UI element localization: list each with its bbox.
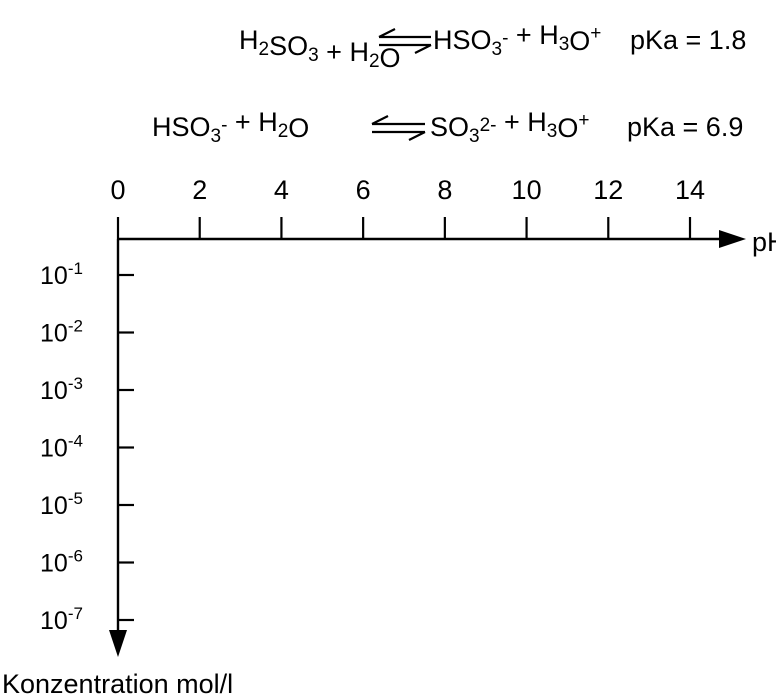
formula-part: O <box>569 26 590 56</box>
superscript: - <box>502 28 508 49</box>
subscript: 2 <box>278 121 289 142</box>
y-tick-base: 10 <box>40 262 68 290</box>
x-tick-label: 8 <box>437 175 452 205</box>
x-tick-label: 2 <box>192 175 207 205</box>
y-axis-arrow-icon <box>109 630 127 657</box>
x-tick-label: 6 <box>356 175 371 205</box>
x-axis-label: pH <box>752 227 776 257</box>
y-tick-base: 10 <box>40 550 68 578</box>
subscript: 3 <box>211 126 222 147</box>
y-tick-label: 10-6 <box>40 547 83 578</box>
y-tick-exponent: -3 <box>68 374 83 393</box>
formula-part: O <box>380 43 401 73</box>
y-axis: Konzentration mol/l 10-110-210-310-410-5… <box>2 239 233 698</box>
x-tick-label: 10 <box>512 175 542 205</box>
y-tick-base: 10 <box>40 377 68 405</box>
y-tick-exponent: -5 <box>68 489 83 508</box>
y-tick-label: 10-3 <box>40 374 83 405</box>
y-tick-label: 10-4 <box>40 432 83 463</box>
x-axis-ticks: 0 2 4 6 8 10 12 14 <box>110 175 705 239</box>
x-tick-label: 14 <box>675 175 705 205</box>
y-tick-base: 10 <box>40 607 68 635</box>
formula-part: + H <box>319 37 369 67</box>
subscript: 3 <box>547 121 558 142</box>
equation-1: H2SO3 + H2O HSO3- + H3O+ pKa = 1.8 <box>239 20 746 73</box>
superscript: + <box>578 110 589 131</box>
equilibrium-arrow-icon <box>371 115 426 141</box>
superscript: + <box>590 23 601 44</box>
subscript: 3 <box>308 45 319 66</box>
equation-1-lhs: H2SO3 + H2O <box>239 25 401 73</box>
formula-part: HSO <box>152 112 211 142</box>
equation-1-rhs: HSO3- + H3O+ <box>433 20 601 60</box>
formula-part: O <box>288 113 309 143</box>
formula-part: + H <box>227 107 277 137</box>
equation-2-lhs: HSO3- + H2O <box>152 107 309 147</box>
y-axis-ticks: 10-110-210-310-410-510-610-7 <box>40 259 134 635</box>
formula-part: + H <box>508 20 558 50</box>
y-tick-base: 10 <box>40 320 68 348</box>
subscript: 2 <box>259 39 270 60</box>
y-tick-label: 10-1 <box>40 259 83 290</box>
equation-2: HSO3- + H2O SO32- + H3O+ pKa = 6.9 <box>152 107 743 147</box>
equation-1-pka: pKa = 1.8 <box>630 25 746 55</box>
y-tick-label: 10-2 <box>40 317 83 348</box>
y-tick-label: 10-5 <box>40 489 83 520</box>
x-tick-label: 12 <box>593 175 623 205</box>
subscript: 3 <box>469 126 480 147</box>
formula-part: SO <box>430 112 469 142</box>
y-tick-base: 10 <box>40 435 68 463</box>
x-axis-arrow-icon <box>719 230 746 248</box>
equilibrium-arrow-icon <box>378 28 432 54</box>
y-tick-exponent: -7 <box>68 604 83 623</box>
equation-2-rhs: SO32- + H3O+ <box>430 107 589 147</box>
subscript: 2 <box>369 51 380 72</box>
x-axis: pH 0 2 4 6 8 10 12 14 <box>110 175 776 257</box>
y-tick-exponent: -2 <box>68 317 83 336</box>
y-axis-label: Konzentration mol/l <box>2 669 233 698</box>
equation-2-pka: pKa = 6.9 <box>627 112 743 142</box>
superscript: - <box>221 115 227 136</box>
formula-part: O <box>557 113 578 143</box>
subscript: 3 <box>492 39 503 60</box>
y-tick-label: 10-7 <box>40 604 83 635</box>
subscript: 3 <box>559 34 570 55</box>
y-tick-exponent: -1 <box>68 259 83 278</box>
formula-part: H <box>239 25 259 55</box>
y-tick-exponent: -4 <box>68 432 83 451</box>
formula-part: SO <box>269 31 308 61</box>
formula-part: HSO <box>433 25 492 55</box>
superscript: 2- <box>480 115 497 136</box>
y-tick-base: 10 <box>40 492 68 520</box>
y-tick-exponent: -6 <box>68 547 83 566</box>
x-tick-label: 4 <box>274 175 289 205</box>
formula-part: + H <box>497 107 547 137</box>
x-tick-label: 0 <box>110 175 125 205</box>
